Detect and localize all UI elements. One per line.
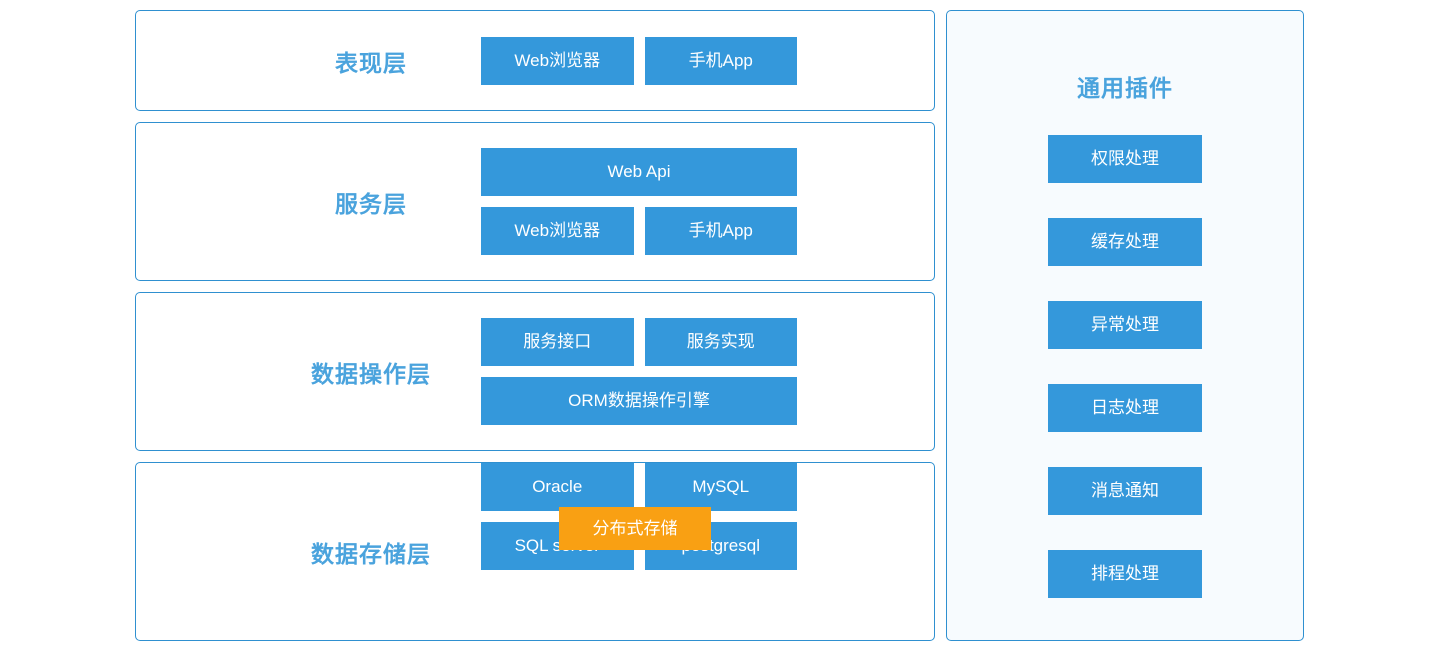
node-mysql[interactable]: MySQL bbox=[644, 463, 797, 511]
node-service-implementation[interactable]: 服务实现 bbox=[644, 318, 797, 366]
layer-node-group: 服务接口 服务实现 ORM数据操作引擎 bbox=[481, 293, 797, 450]
node-row: Web浏览器 手机App bbox=[481, 36, 797, 85]
layer-title: 数据存储层 bbox=[311, 540, 431, 567]
layer-node-group: Oracle MySQL SQL server postgresql 分布式存储 bbox=[481, 463, 797, 570]
node-web-browser[interactable]: Web浏览器 bbox=[481, 207, 634, 255]
node-orm-engine[interactable]: ORM数据操作引擎 bbox=[481, 377, 797, 425]
plugins-list: 权限处理 缓存处理 异常处理 日志处理 消息通知 排程处理 bbox=[947, 135, 1303, 598]
layer-panel-data-storage: 数据存储层 Oracle MySQL SQL server postgresql… bbox=[135, 462, 935, 641]
layer-title: 数据操作层 bbox=[311, 360, 431, 387]
plugins-panel-title: 通用插件 bbox=[1077, 75, 1173, 101]
plugin-item-logging[interactable]: 日志处理 bbox=[1048, 384, 1202, 432]
node-row: Web浏览器 手机App bbox=[481, 207, 797, 255]
layer-node-group: Web浏览器 手机App bbox=[481, 11, 797, 110]
plugins-panel: 通用插件 权限处理 缓存处理 异常处理 日志处理 消息通知 排程处理 bbox=[946, 10, 1304, 641]
node-row: Oracle MySQL bbox=[481, 463, 797, 511]
layer-panel-presentation: 表现层 Web浏览器 手机App bbox=[135, 10, 935, 111]
node-oracle[interactable]: Oracle bbox=[481, 463, 634, 511]
plugin-item-exception[interactable]: 异常处理 bbox=[1048, 301, 1202, 349]
node-mobile-app[interactable]: 手机App bbox=[644, 207, 797, 255]
node-web-browser[interactable]: Web浏览器 bbox=[481, 36, 634, 85]
plugin-item-permission[interactable]: 权限处理 bbox=[1048, 135, 1202, 183]
node-web-api[interactable]: Web Api bbox=[481, 148, 797, 196]
plugin-item-scheduling[interactable]: 排程处理 bbox=[1048, 550, 1202, 598]
node-service-interface[interactable]: 服务接口 bbox=[481, 318, 634, 366]
plugin-item-message[interactable]: 消息通知 bbox=[1048, 467, 1202, 515]
layer-node-group: Web Api Web浏览器 手机App bbox=[481, 123, 797, 280]
layer-title: 服务层 bbox=[335, 190, 407, 217]
node-mobile-app[interactable]: 手机App bbox=[644, 36, 797, 85]
layer-title: 表现层 bbox=[335, 49, 407, 76]
node-row: 服务接口 服务实现 bbox=[481, 318, 797, 366]
node-distributed-storage[interactable]: 分布式存储 bbox=[559, 507, 711, 550]
node-row: SQL server postgresql bbox=[481, 522, 797, 570]
plugin-item-cache[interactable]: 缓存处理 bbox=[1048, 218, 1202, 266]
layer-panel-data-operation: 数据操作层 服务接口 服务实现 ORM数据操作引擎 bbox=[135, 292, 935, 451]
node-row: ORM数据操作引擎 bbox=[481, 377, 797, 425]
layer-panel-service: 服务层 Web Api Web浏览器 手机App bbox=[135, 122, 935, 281]
node-row: Web Api bbox=[481, 148, 797, 196]
